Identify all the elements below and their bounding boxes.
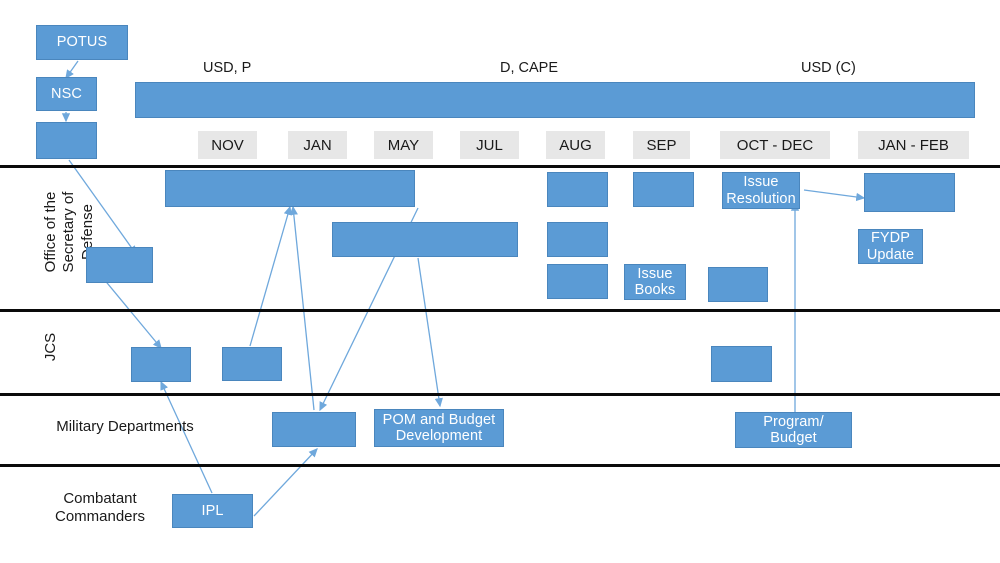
osd-fydp-update-box[interactable]: FYDP Update [858, 229, 923, 264]
jcs-box-3[interactable] [711, 346, 772, 382]
jcs-box-1[interactable] [131, 347, 191, 382]
arrow-osd-bar2-to-pom [417, 257, 443, 408]
osd-programming-guidance-bar[interactable] [332, 222, 518, 257]
month-chip-jan[interactable]: JAN [288, 131, 347, 159]
month-chip-aug[interactable]: AUG [546, 131, 605, 159]
osd-issue-books-box[interactable]: Issue Books [624, 264, 686, 300]
owner-label-usd-c: USD (C) [801, 60, 856, 76]
osd-issue-resolution-box[interactable]: Issue Resolution [722, 172, 800, 209]
osd-aug-box-1[interactable] [547, 172, 608, 207]
mildep-program-budget-box[interactable]: Program/ Budget [735, 412, 852, 448]
month-chip-sep[interactable]: SEP [633, 131, 690, 159]
osd-final-decision-box[interactable] [864, 173, 955, 212]
swimlane-label-military-departments: Military Departments [56, 418, 194, 435]
national-guidance-box[interactable] [36, 122, 97, 159]
owner-label-usd-p: USD, P [203, 60, 252, 76]
arrow-potus-to-nsc [65, 60, 79, 80]
swimlane-label-combatant-commanders: Combatant Commanders [54, 490, 146, 526]
month-chip-jul[interactable]: JUL [460, 131, 519, 159]
nsc-box[interactable]: NSC [36, 77, 97, 111]
month-chip-nov[interactable]: NOV [198, 131, 257, 159]
arrow-issue-resolution-to-final [803, 189, 866, 202]
owner-label-d-cape: D, CAPE [500, 60, 559, 76]
osd-issue-review-box[interactable] [708, 267, 768, 302]
jcs-box-2[interactable] [222, 347, 282, 381]
divider-above-osd [0, 165, 1000, 168]
arrow-ipl-to-mildep [253, 448, 318, 517]
month-chip-may[interactable]: MAY [374, 131, 433, 159]
osd-sep-box[interactable] [633, 172, 694, 207]
osd-strategy-box[interactable] [86, 247, 153, 283]
divider-osd-jcs [0, 309, 1000, 312]
osd-planning-guidance-bar[interactable] [165, 170, 415, 207]
ccmd-ipl-box[interactable]: IPL [172, 494, 253, 528]
mildep-pom-budget-development-box[interactable]: POM and Budget Development [374, 409, 504, 447]
arrow-jcs2-to-osd-bar [249, 205, 292, 347]
month-chip-oct-dec[interactable]: OCT - DEC [720, 131, 830, 159]
osd-aug-box-3[interactable] [547, 264, 608, 299]
divider-jcs-mildep [0, 393, 1000, 396]
osd-aug-box-2[interactable] [547, 222, 608, 257]
timeline-band [135, 82, 975, 118]
mildep-box-1[interactable] [272, 412, 356, 447]
potus-box[interactable]: POTUS [36, 25, 128, 60]
arrow-ipl-to-jcs-box [160, 380, 213, 494]
divider-mildep-ccmd [0, 464, 1000, 467]
swimlane-label-jcs: JCS [42, 332, 59, 362]
month-chip-jan-feb[interactable]: JAN - FEB [858, 131, 969, 159]
